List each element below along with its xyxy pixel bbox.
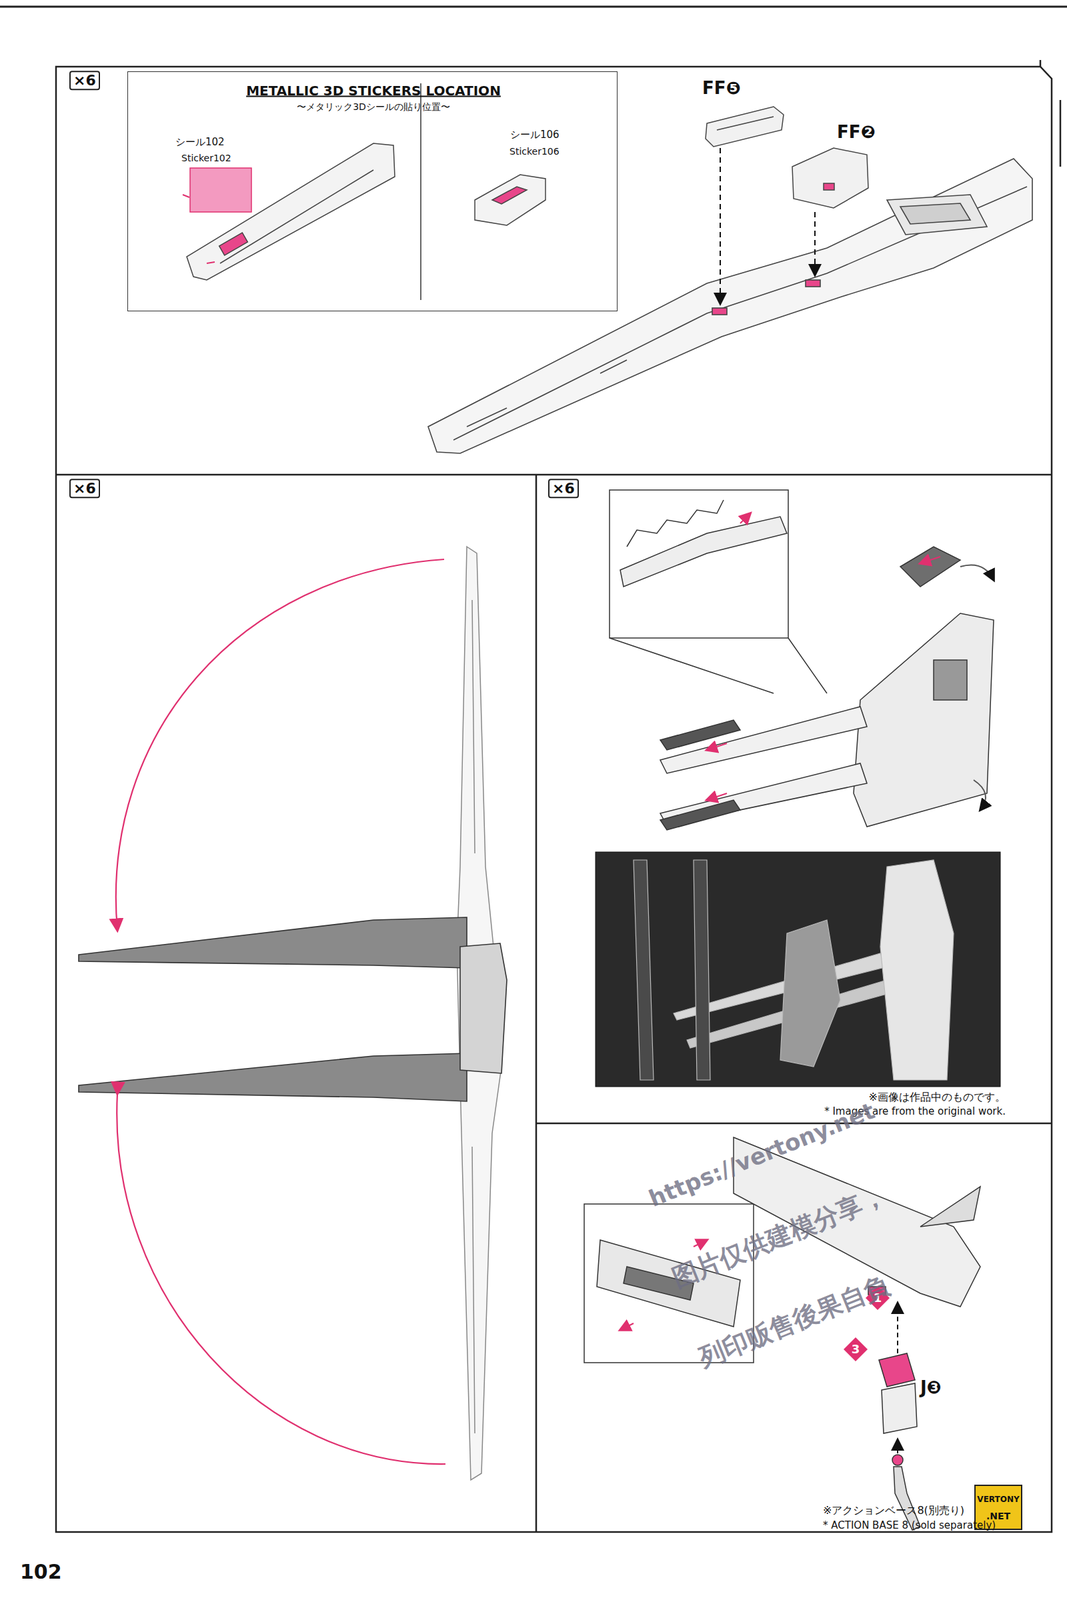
page-number: 102 <box>20 1561 63 1585</box>
illustration-shape <box>466 360 627 427</box>
illustration-shape <box>474 174 546 226</box>
illustration-shape <box>190 168 252 213</box>
illustration-shape <box>892 1455 903 1466</box>
illustration-shape <box>780 920 841 1067</box>
illustration-shape <box>186 143 395 281</box>
illustration-shape <box>1040 60 1061 167</box>
illustration-shape <box>720 148 815 304</box>
illustration-shape <box>660 706 867 774</box>
illustration-shape <box>706 513 994 811</box>
illustration-shape <box>973 780 986 811</box>
illustration-shape <box>428 158 1033 454</box>
note: ※アクションベース8(別売り) <box>822 1505 965 1518</box>
illustration-shape <box>843 1337 868 1362</box>
sticker-label: Sticker102 <box>181 152 232 164</box>
illustration-shape <box>719 148 721 304</box>
illustration-shape <box>609 638 827 694</box>
illustration-shape <box>805 280 821 287</box>
illustration-shape <box>219 232 249 256</box>
part-name: J❸ <box>920 1378 942 1399</box>
illustration-shape <box>878 1353 915 1388</box>
illustration-shape <box>896 1303 899 1354</box>
panel-subtitle: 〜メタリック3Dシールの貼り位置〜 <box>296 101 451 113</box>
illustration-shape <box>116 1093 446 1465</box>
sticker-location-panel: METALLIC 3D STICKERS LOCATION 〜メタリック3Dシール… <box>127 71 618 312</box>
illustration-shape <box>960 565 994 581</box>
illustration-shape <box>896 1303 899 1454</box>
illustration-shape <box>609 500 994 831</box>
illustration-shape <box>823 183 835 191</box>
part-name: FF❷ <box>836 122 876 143</box>
sticker-label: シール102 <box>175 136 225 149</box>
illustration-shape <box>705 106 784 147</box>
illustration-shape <box>900 203 971 225</box>
illustration-shape <box>620 516 787 587</box>
illustration-shape <box>182 194 215 264</box>
illustration-shape <box>609 490 789 639</box>
illustration-shape <box>428 158 1033 454</box>
illustration-shape <box>0 6 1067 1533</box>
sticker-label: シール106 <box>510 129 560 141</box>
illustration-shape <box>620 1323 634 1331</box>
illustration-shape <box>693 1240 707 1248</box>
illustration-shape <box>886 194 987 235</box>
panel-title: METALLIC 3D STICKERS LOCATION <box>246 83 501 99</box>
illustration-shape <box>56 474 1052 477</box>
illustration-shape <box>78 917 467 969</box>
illustration-shape <box>920 1187 981 1228</box>
illustration-shape <box>706 793 727 801</box>
illustration-shape <box>116 559 445 931</box>
illustration-shape <box>705 106 869 209</box>
note: ※画像は作品中のものです。 <box>868 1091 1006 1104</box>
illustration-shape <box>660 800 741 831</box>
illustration-shape <box>56 66 1052 1533</box>
illustration-shape <box>920 556 941 564</box>
logo-text: .NET <box>986 1511 1011 1522</box>
illustration-shape <box>633 860 954 1081</box>
logo-text: VERTONY <box>976 1495 1019 1506</box>
illustration-shape <box>626 500 724 547</box>
illustration-shape <box>933 660 967 701</box>
quantity-badge: ×6 <box>69 70 101 91</box>
illustration-shape <box>792 148 869 209</box>
illustration-shape <box>595 852 1001 1088</box>
note: * ACTION BASE 8 (sold separately) <box>822 1520 996 1532</box>
illustration-shape <box>881 1383 917 1434</box>
part-name: FF❺ <box>702 78 741 99</box>
illustration-shape <box>536 1123 1052 1126</box>
illustration-shape <box>453 186 1027 441</box>
illustration-shape <box>880 860 954 1081</box>
illustration-shape <box>660 720 741 751</box>
illustration-shape <box>186 143 395 281</box>
illustration-shape <box>716 116 774 131</box>
illustration-shape <box>900 546 961 587</box>
illustration-shape <box>78 917 507 1102</box>
quantity-badge: ×6 <box>69 478 101 499</box>
illustration-shape <box>420 83 422 301</box>
illustration-shape <box>474 174 546 226</box>
illustration-shape <box>78 1053 467 1102</box>
illustration-shape <box>853 613 994 827</box>
illustration-shape <box>633 860 711 1081</box>
illustration-shape <box>460 943 507 1074</box>
illustration-shape <box>740 513 751 524</box>
sticker-label: Sticker106 <box>509 146 560 157</box>
illustration-shape <box>0 6 1067 9</box>
illustration-shape <box>535 474 538 1533</box>
illustration-shape <box>712 308 727 315</box>
illustration-shape <box>492 186 527 205</box>
callout-number: 3 <box>851 1343 861 1358</box>
illustration-shape <box>116 559 446 1465</box>
quantity-badge: ×6 <box>548 478 579 499</box>
illustration-shape <box>896 1440 899 1454</box>
illustration-shape <box>706 743 727 751</box>
illustration-shape <box>814 212 816 275</box>
